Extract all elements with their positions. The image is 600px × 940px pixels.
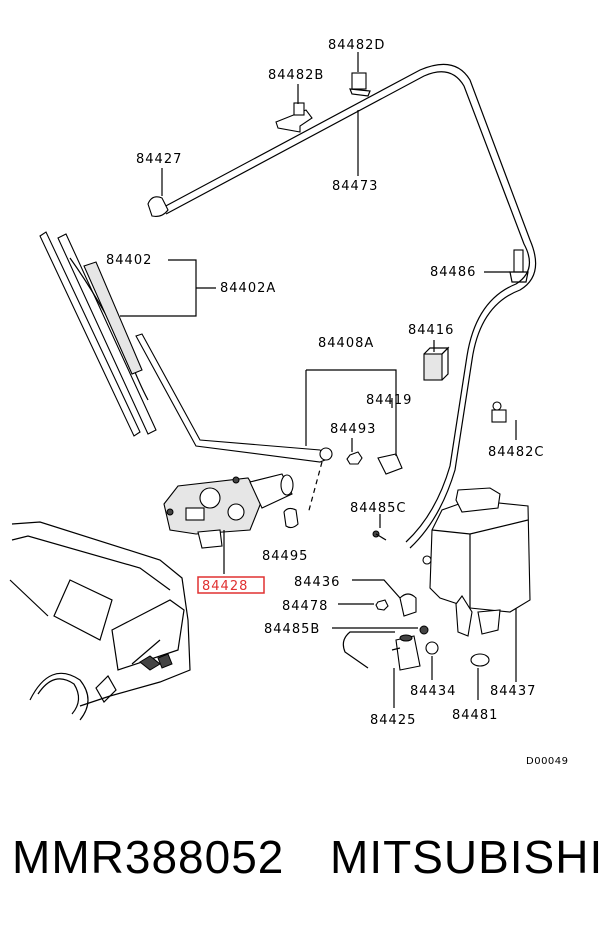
clip-84482c-icon [491,401,507,423]
footer: MMR388052 MITSUBISHI [0,830,600,910]
washer-hose-inner [165,71,531,543]
brand-name: MITSUBISHI [330,831,600,883]
parts-diagram: 84482D 84482B 84427 84473 84402 84402A 8… [9,38,569,767]
label-84481: 84481 [452,708,498,723]
nozzle-84427-icon [147,196,169,217]
label-84482b: 84482B [268,68,324,83]
hose-to-pump [342,631,395,669]
label-84428-highlighted: 84428 [202,579,248,594]
label-84434: 84434 [410,684,456,699]
label-84482d: 84482D [328,38,385,53]
nut-84478-icon [375,599,389,611]
label-84478: 84478 [282,599,328,614]
label-84486: 84486 [430,265,476,280]
label-84427: 84427 [136,152,182,167]
clip-84482b-icon [275,102,313,133]
label-84419: 84419 [366,393,412,408]
bushing-84495-icon [283,507,299,529]
cap-84481-icon [470,653,490,667]
screw-84485c-icon [372,530,387,541]
label-84473: 84473 [332,179,378,194]
part-number: MMR388052 [12,831,285,883]
label-84493: 84493 [330,422,376,437]
wiper-blade-icon [39,231,157,437]
label-84425: 84425 [370,713,416,728]
label-84408a: 84408A [318,336,374,351]
label-84495: 84495 [262,549,308,564]
label-84437: 84437 [490,684,536,699]
label-84482c: 84482C [488,445,544,460]
motor-shaft-dashed [307,461,323,515]
clip-84486-icon [509,249,529,283]
bracket-84436-icon [399,593,417,617]
highlight-box-84428 [197,576,265,594]
washer-hose [161,63,537,549]
vehicle-outline-icon [9,521,191,721]
leader-lines [120,52,517,708]
wiper-arm-icon [135,333,333,463]
screw-84485b-icon [419,625,429,635]
label-84485b: 84485B [264,622,320,637]
clip-84482d-icon [349,72,371,97]
diagram-code: D00049 [526,756,569,767]
label-84436: 84436 [294,575,340,590]
label-84402: 84402 [106,253,152,268]
label-84485c: 84485C [350,501,406,516]
wiper-motor-84428-icon [163,473,294,549]
label-84416: 84416 [408,323,454,338]
relay-84416-icon [423,346,450,381]
grommet-84434-icon [425,641,439,655]
label-84402a: 84402A [220,281,276,296]
pump-84425-icon [391,634,421,671]
nut-84493-icon [346,451,363,465]
washer-tank-84437-icon [422,487,531,637]
cap-84419-icon [377,453,403,475]
